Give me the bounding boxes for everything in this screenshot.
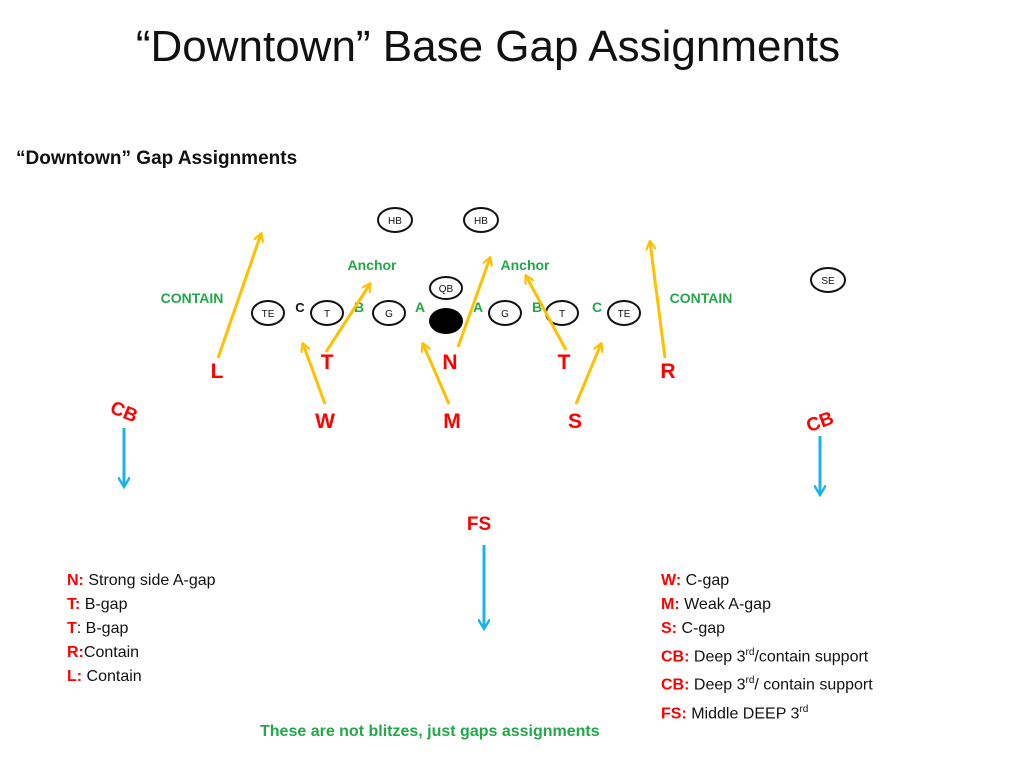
- offense-split-end: SE: [810, 267, 846, 293]
- legend-right: W: C-gap M: Weak A-gap S: C-gap CB: Deep…: [661, 569, 873, 726]
- arrow-s-c-gap: [574, 344, 601, 405]
- defender-t-right: T: [558, 351, 571, 374]
- contain-label-left: CONTAIN: [161, 290, 224, 306]
- gap-c-right: C: [592, 299, 602, 315]
- legend-item: FS: Middle DEEP 3rd: [661, 703, 809, 722]
- legend-item: T: B-gap: [67, 596, 128, 613]
- hb-left-label: HB: [388, 216, 402, 227]
- center-ball: [429, 308, 463, 334]
- offense-halfback-right: HB: [463, 207, 499, 233]
- gap-b-left: B: [354, 299, 364, 315]
- arrow-m-a-gap: [423, 344, 451, 405]
- arrow-n-anchor: [456, 258, 490, 348]
- offense-quarterback: QB: [429, 276, 463, 300]
- defender-cb-right: CB: [804, 408, 837, 437]
- legend-item: CB: Deep 3rd/contain support: [661, 647, 869, 666]
- defender-cb-left: CB: [107, 398, 140, 428]
- lineman-g-right: G: [488, 300, 522, 326]
- qb-label: QB: [439, 284, 454, 295]
- svg-text:T: T: [559, 309, 565, 320]
- svg-text:G: G: [385, 309, 393, 320]
- arrow-r-contain: [650, 242, 667, 359]
- lineman-te-left: TE: [251, 300, 285, 326]
- legend-item: L: Contain: [67, 668, 142, 685]
- arrow-t-left-anchor: [324, 284, 370, 353]
- gap-a-left: A: [415, 299, 425, 315]
- footer-note: These are not blitzes, just gaps assignm…: [260, 723, 600, 740]
- coverage-arrows: [124, 428, 820, 628]
- lineman-te-right: TE: [607, 300, 641, 326]
- contain-label-right: CONTAIN: [670, 290, 733, 306]
- arrow-l-contain: [216, 234, 261, 359]
- defender-w: W: [315, 410, 335, 433]
- diagram-subtitle: “Downtown” Gap Assignments: [16, 148, 298, 169]
- anchor-label-right: Anchor: [501, 257, 551, 273]
- gap-b-right: B: [532, 299, 542, 315]
- gap-a-right: A: [473, 299, 483, 315]
- anchor-label-left: Anchor: [348, 257, 398, 273]
- defense-players: L T N T R W M S CB CB FS: [107, 351, 837, 535]
- lineman-g-left: G: [372, 300, 406, 326]
- defender-l: L: [211, 360, 224, 383]
- svg-text:G: G: [501, 309, 509, 320]
- svg-text:TE: TE: [262, 309, 275, 320]
- svg-text:T: T: [324, 309, 330, 320]
- defender-t-left: T: [321, 351, 334, 374]
- page-title: “Downtown” Base Gap Assignments: [135, 22, 841, 71]
- offense-halfback-left: HB: [377, 207, 413, 233]
- se-label: SE: [821, 276, 835, 287]
- defender-s: S: [568, 410, 582, 433]
- legend-item: M: Weak A-gap: [661, 596, 771, 613]
- defender-fs: FS: [467, 514, 491, 535]
- gap-arrows: [216, 234, 667, 405]
- hb-right-label: HB: [474, 216, 488, 227]
- defender-m: M: [443, 410, 461, 433]
- arrow-w-c-gap: [303, 344, 327, 405]
- defender-r: R: [660, 360, 675, 383]
- legend-item: S: C-gap: [661, 620, 726, 637]
- arrow-t-right-b-gap: [526, 276, 568, 351]
- gap-c-left: C: [295, 300, 305, 315]
- legend-item: R:Contain: [67, 644, 140, 661]
- lineman-t-left: T: [310, 300, 344, 326]
- defender-n: N: [442, 351, 457, 374]
- legend-item: CB: Deep 3rd/ contain support: [661, 675, 873, 694]
- offense-line: TE T G G T TE: [251, 300, 641, 334]
- svg-text:TE: TE: [618, 309, 631, 320]
- legend-item: T: B-gap: [67, 620, 129, 637]
- legend-item: W: C-gap: [661, 572, 730, 589]
- legend-item: N: Strong side A-gap: [67, 572, 216, 589]
- legend-left: N: Strong side A-gap T: B-gap T: B-gap R…: [67, 569, 216, 689]
